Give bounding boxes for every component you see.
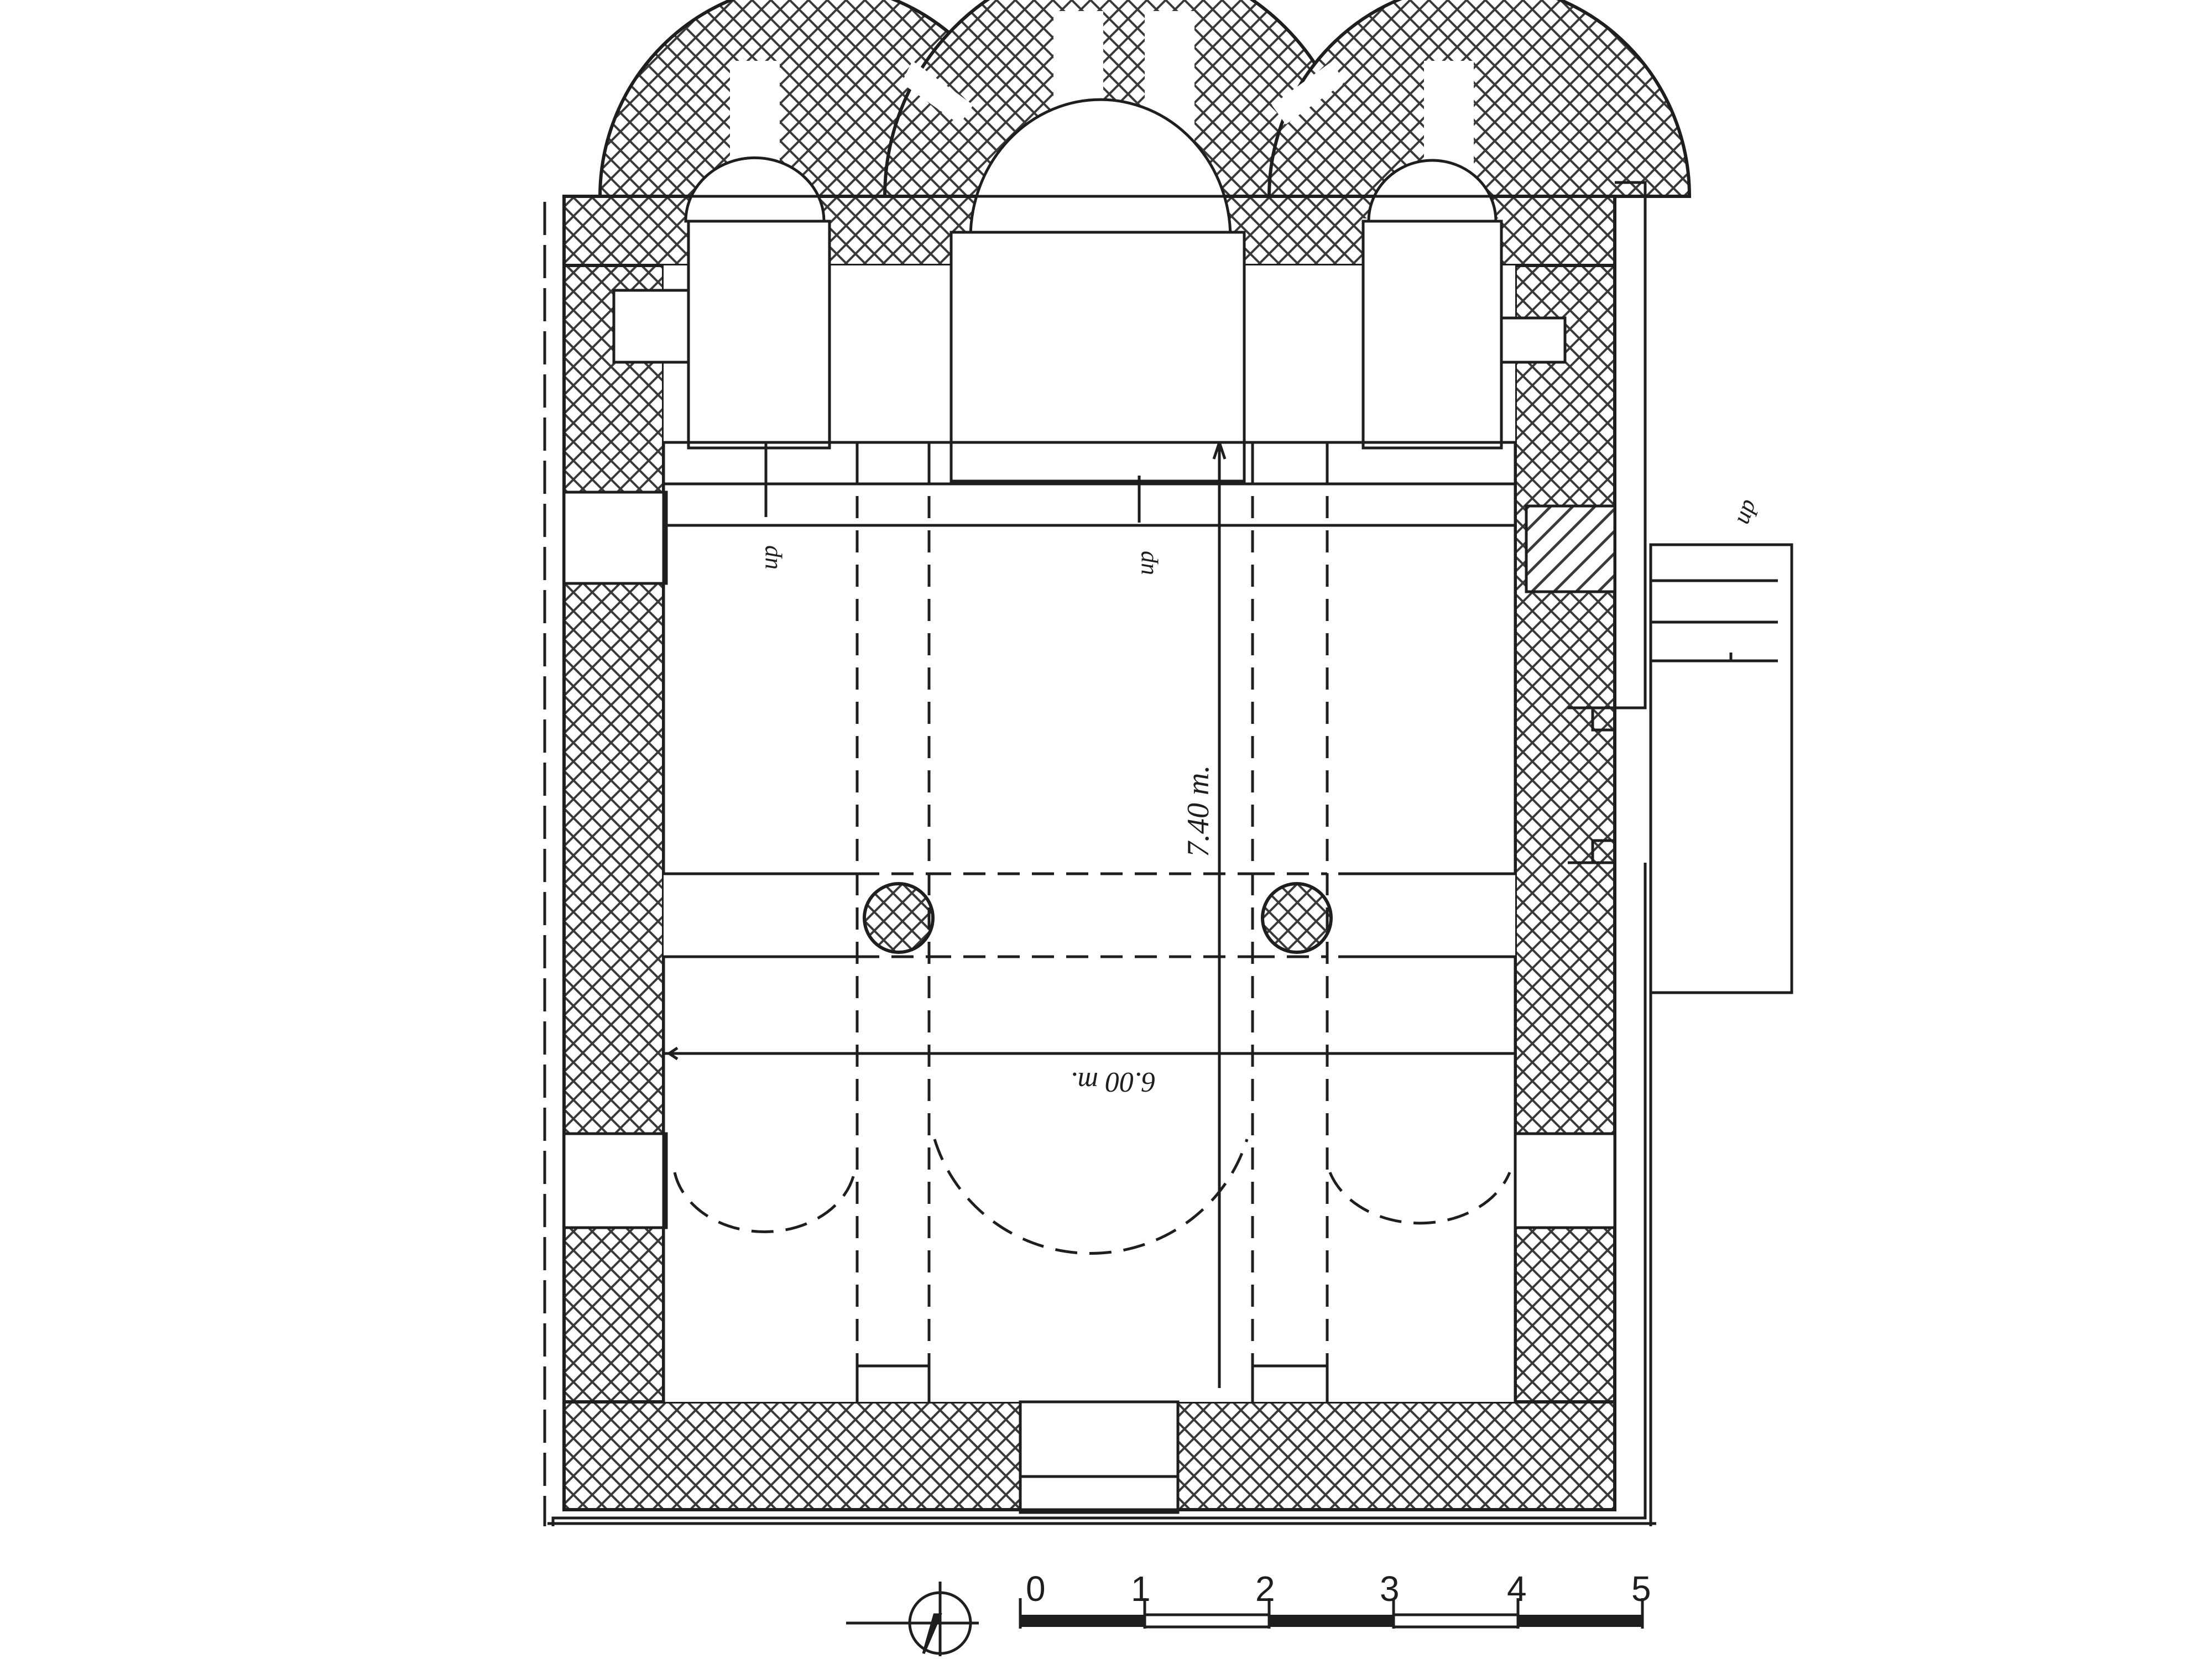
side-porch [1649,543,1793,994]
right-wall [1514,195,1616,1511]
diagonal-hatched-block [1525,504,1616,593]
length-dimension: 7.40 m. [1181,765,1215,857]
stair-mark-center: up [1131,551,1159,575]
scale-tick-2: 2 [1255,1569,1275,1609]
dimension-lines [668,442,1733,1388]
north-arrow-icon [846,1582,979,1656]
scale-tick-5: 5 [1631,1569,1651,1609]
columns [863,882,1333,954]
scale-tick-4: 4 [1507,1569,1527,1609]
scale-bar: 0 1 2 3 4 5 [1019,1569,1651,1629]
scale-tick-1: 1 [1131,1569,1151,1609]
left-column [863,882,935,954]
right-column [1261,882,1333,954]
stair-mark-side: up [1727,495,1761,527]
apse-chambers [684,98,1503,483]
scale-tick-3: 3 [1380,1569,1400,1609]
width-dimension: 6.00 m. [1070,1066,1156,1098]
outline [543,181,1793,1526]
right-apse [1267,0,1692,198]
stair-mark-left: up [755,545,782,570]
scale-tick-0: 0 [1026,1569,1046,1609]
vault-lines [673,220,1517,1366]
left-wall [562,195,665,1511]
